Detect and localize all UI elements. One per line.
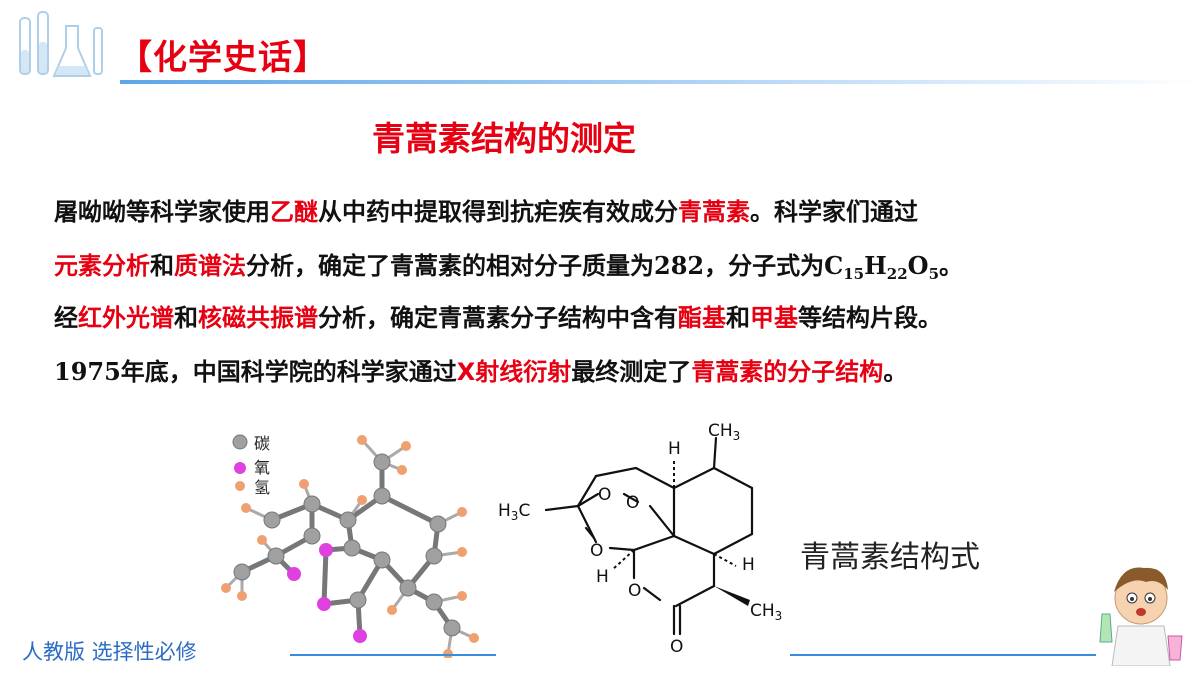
text-run: 。: [883, 358, 908, 386]
text-run: 。: [939, 252, 963, 280]
highlight-molecular-structure: 青蒿素的分子结构: [691, 358, 884, 386]
molecule-model-image: [221, 434, 479, 658]
label-h-left: H: [596, 567, 609, 587]
text-run: 屠呦呦等科学家使用: [54, 198, 270, 226]
highlight-nmr: 核磁共振谱: [198, 304, 318, 332]
paragraph-line-1: 屠呦呦等科学家使用乙醚从中药中提取得到抗疟疾有效成分青蒿素。科学家们通过: [54, 186, 1164, 239]
footer-divider-right: [790, 654, 1096, 656]
text-run: 和: [726, 304, 750, 332]
text-run: 经: [54, 304, 78, 332]
label-h-top: H: [668, 439, 681, 459]
ball-stick-model: 碳 氧 氢: [212, 428, 482, 658]
history-paragraph: 屠呦呦等科学家使用乙醚从中药中提取得到抗疟疾有效成分青蒿素。科学家们通过 元素分…: [54, 186, 1164, 398]
section-title: 【化学史话】: [118, 38, 328, 78]
highlight-artemisinin: 青蒿素: [678, 198, 750, 226]
artemisinin-structure-formula: CH3 H3C H H H O O O O O CH3: [498, 421, 782, 657]
legend-carbon: 碳: [254, 434, 271, 453]
text-run: 。科学家们通过: [750, 198, 918, 226]
highlight-ether: 乙醚: [270, 198, 318, 226]
legend-oxygen: 氧: [254, 458, 271, 477]
footer-textbook-label: 人教版 选择性必修: [22, 640, 197, 664]
molecular-formula: C15H22O5: [824, 251, 939, 283]
paragraph-line-4: 1975年底，中国科学院的科学家通过X射线衍射最终测定了青蒿素的分子结构。: [54, 345, 1164, 398]
label-o-peroxide-1: O: [598, 485, 611, 505]
highlight-infrared: 红外光谱: [78, 304, 174, 332]
text-run: 分析，确定了青蒿素的相对分子质量为: [246, 252, 654, 280]
formula-h: H: [864, 251, 887, 280]
highlight-elemental-analysis: 元素分析: [54, 252, 150, 280]
molecular-mass: 282: [654, 251, 705, 280]
label-o-carbonyl: O: [670, 637, 683, 657]
formula-o-count: 5: [928, 265, 939, 283]
label-h3c-left: H3C: [498, 501, 530, 523]
year: 1975: [54, 357, 121, 386]
highlight-ester: 酯基: [678, 304, 726, 332]
label-ch3-bottom: CH3: [750, 601, 782, 623]
page-title: 青蒿素结构的测定: [372, 119, 636, 158]
text-run: 和: [174, 304, 198, 332]
text-run: 分析，确定青蒿素分子结构中含有: [318, 304, 678, 332]
highlight-xray: X射线衍射: [456, 358, 572, 386]
label-ch3-top: CH3: [708, 421, 740, 443]
label-o-ring: O: [590, 541, 603, 561]
text-run: 年底，中国科学院的科学家通过: [120, 358, 457, 386]
paragraph-line-2: 元素分析和质谱法分析，确定了青蒿素的相对分子质量为282，分子式为C15H22O…: [54, 239, 1164, 292]
header-divider: [120, 80, 1200, 84]
text-run: 和: [150, 252, 174, 280]
formula-c: C: [824, 251, 844, 280]
highlight-methyl: 甲基: [750, 304, 798, 332]
footer-divider-left: [290, 654, 496, 656]
lab-glassware-icon: [19, 11, 103, 77]
formula-c-count: 15: [843, 265, 865, 283]
label-h-right: H: [742, 555, 755, 575]
paragraph-line-3: 经红外光谱和核磁共振谱分析，确定青蒿素分子结构中含有酯基和甲基等结构片段。: [54, 292, 1164, 345]
formula-o: O: [907, 251, 929, 280]
highlight-mass-spectrometry: 质谱法: [174, 252, 246, 280]
formula-h-count: 22: [886, 265, 908, 283]
structure-caption: 青蒿素结构式: [800, 540, 980, 575]
text-run: 从中药中提取得到抗疟疾有效成分: [318, 198, 678, 226]
text-run: 等结构片段。: [798, 304, 942, 332]
legend-hydrogen: 氢: [254, 478, 271, 497]
label-o-lactone: O: [628, 581, 641, 601]
text-run: ，分子式为: [704, 252, 825, 280]
text-run: 最终测定了: [571, 358, 692, 386]
label-o-peroxide-2: O: [626, 493, 639, 513]
cartoon-scientist-icon: [1099, 567, 1183, 666]
